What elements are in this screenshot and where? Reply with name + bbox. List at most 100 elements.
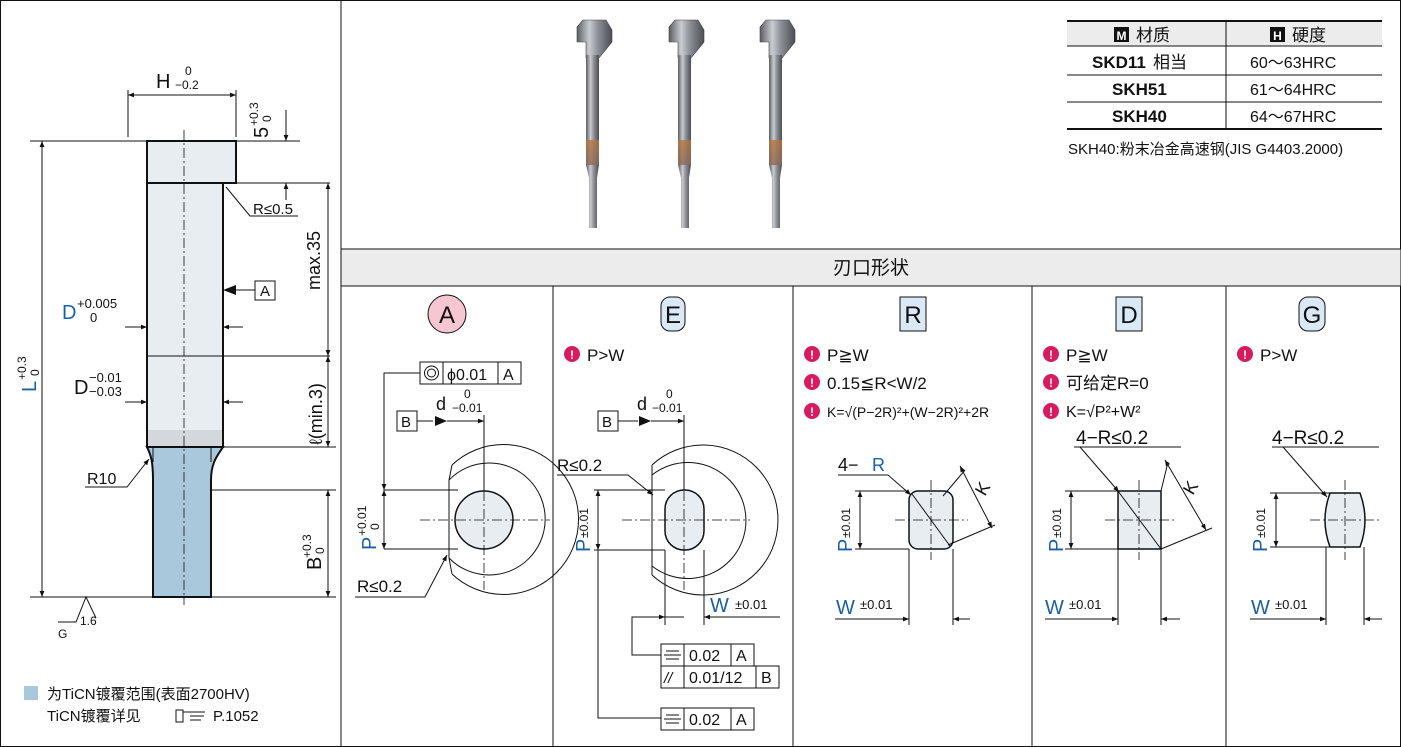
coating-detail-text: TiCN镀覆详见 — [47, 708, 141, 725]
hardness-row-1: 60～63HRC — [1250, 55, 1336, 72]
e-w-label: W — [710, 595, 729, 617]
hardness-row-2: 61～64HRC — [1250, 82, 1336, 99]
hardness-h-icon — [1270, 27, 1285, 42]
material-note: SKH40:粉末冶金高速钢(JIS G4403.2000) — [1068, 141, 1343, 158]
d-cond3: K=√P²+W² — [1066, 404, 1141, 421]
svg-text:!: ! — [1243, 348, 1247, 362]
material-table: M 材质 H 硬度 SKD11 相当 60～63HRC SKH51 61～64H… — [1067, 20, 1382, 158]
pin-3 — [759, 19, 796, 228]
g-p-tol: ±0.01 — [1254, 508, 1268, 538]
e-condition: P>W — [587, 346, 624, 365]
l-upper: +0.3 — [15, 356, 29, 380]
b-upper: +0.3 — [300, 534, 314, 558]
r-k-label: K — [971, 478, 994, 498]
svg-text:!: ! — [810, 376, 814, 390]
alert-icon — [804, 374, 820, 390]
g-p-label: P — [1250, 539, 1272, 552]
svg-text:G: G — [1303, 302, 1322, 329]
b-label: B — [304, 557, 326, 570]
shape-d: D ! P≧W ! 可给定R=0 ! K=√P²+W² 4−R≤0.2 K P … — [1043, 296, 1213, 625]
shape-r-badge — [899, 296, 927, 332]
alert-icon — [804, 346, 820, 362]
svg-text:!: ! — [810, 405, 814, 419]
svg-text:D: D — [1120, 302, 1137, 329]
alert-icon — [564, 346, 580, 362]
l-min-label: ℓ(min.3) — [306, 383, 326, 445]
material-row-2: SKH51 — [1112, 80, 1167, 99]
svg-text:!: ! — [1049, 376, 1053, 390]
svg-text:H: H — [1273, 29, 1282, 43]
shape-r: R ! P≧W ! 0.15≦R<W/2 ! K=√(P−2R)²+(W−2R)… — [804, 296, 996, 625]
a-d-upper: 0 — [464, 387, 471, 401]
svg-text:!: ! — [1049, 348, 1053, 362]
punch-labels: H 0 −0.2 5 +0.3 0 R≤0.5 max.35 A D +0.00… — [15, 64, 327, 641]
a-datum-b: B — [401, 414, 411, 431]
d-top-lower: 0 — [90, 310, 97, 325]
pin-2 — [668, 19, 705, 228]
g-w-label: W — [1251, 597, 1270, 619]
g-corner: 4−R≤0.2 — [1272, 428, 1344, 449]
alert-icon — [1043, 403, 1059, 419]
d-low-label: D — [74, 377, 88, 399]
material-row-1-suffix: 相当 — [1153, 53, 1187, 72]
alert-icon — [1043, 374, 1059, 390]
svg-text:!: ! — [1049, 405, 1053, 419]
e-sym2-value: 0.02 — [689, 712, 720, 729]
e-datum-b: B — [602, 414, 612, 431]
material-row-3: SKH40 — [1112, 107, 1167, 126]
page-ref-link[interactable]: P.1052 — [213, 708, 259, 725]
alert-icon — [804, 403, 820, 419]
a-r02: R≤0.2 — [357, 577, 402, 596]
alert-icon — [1043, 346, 1059, 362]
d-corner: 4−R≤0.2 — [1076, 428, 1148, 449]
e-d-label: d — [637, 394, 647, 414]
r05-label: R≤0.5 — [253, 201, 293, 218]
d-w-label: W — [1045, 597, 1064, 619]
r-w-label: W — [836, 597, 855, 619]
h-tol-upper: 0 — [185, 64, 192, 78]
product-photo — [576, 19, 796, 228]
d-low-lower: −0.03 — [89, 384, 122, 399]
r-w-tol: ±0.01 — [860, 597, 892, 612]
shape-e: E ! P>W B d 0 −0.01 R≤0.2 P ±0.01 — [557, 296, 780, 731]
a-conc-value: ϕ0.01 — [447, 367, 487, 384]
e-p-label: P — [573, 539, 595, 552]
d-w-tol: ±0.01 — [1069, 597, 1101, 612]
e-p-tol: ±0.01 — [577, 508, 591, 538]
r-p-label: P — [835, 539, 857, 552]
svg-text:A: A — [439, 302, 455, 329]
a-p-upper: +0.01 — [355, 505, 369, 536]
coating-swatch — [24, 686, 38, 700]
svg-text:!: ! — [810, 348, 814, 362]
l-label: L — [19, 381, 41, 392]
shape-g-badge — [1298, 296, 1326, 332]
a-d-label: d — [436, 394, 446, 414]
hand-pointer-icon — [175, 709, 205, 723]
material-m-icon — [1114, 27, 1129, 42]
e-w-tol: ±0.01 — [735, 597, 767, 612]
d-p-label: P — [1046, 539, 1068, 552]
d-top-label: D — [62, 302, 76, 324]
e-sym1-value: 0.02 — [689, 648, 720, 665]
d-low-upper: −0.01 — [89, 370, 122, 385]
material-row-1: SKD11 — [1092, 53, 1146, 72]
svg-text:M: M — [1117, 29, 1127, 43]
symmetry-icon — [664, 714, 681, 724]
svg-text:R: R — [904, 302, 921, 329]
l-lower: 0 — [28, 369, 42, 376]
alert-icon — [1237, 346, 1253, 362]
hardness-row-3: 64～67HRC — [1250, 109, 1336, 126]
section-title: 刃口形状 — [833, 257, 909, 279]
a-conc-ref: A — [503, 367, 514, 384]
r-p-tol: ±0.01 — [839, 508, 853, 538]
g-cond1: P>W — [1260, 346, 1297, 365]
d-cond2: 可给定R=0 — [1066, 374, 1149, 393]
r-corner-count: 4− — [838, 455, 859, 475]
punch-drawing — [30, 90, 336, 623]
a-d-lower: −0.01 — [452, 401, 483, 415]
shape-g: G ! P>W 4−R≤0.2 P ±0.01 W ±0.01 — [1237, 296, 1382, 625]
datum-a-box: A — [260, 283, 270, 300]
a-p-lower: 0 — [368, 523, 382, 530]
